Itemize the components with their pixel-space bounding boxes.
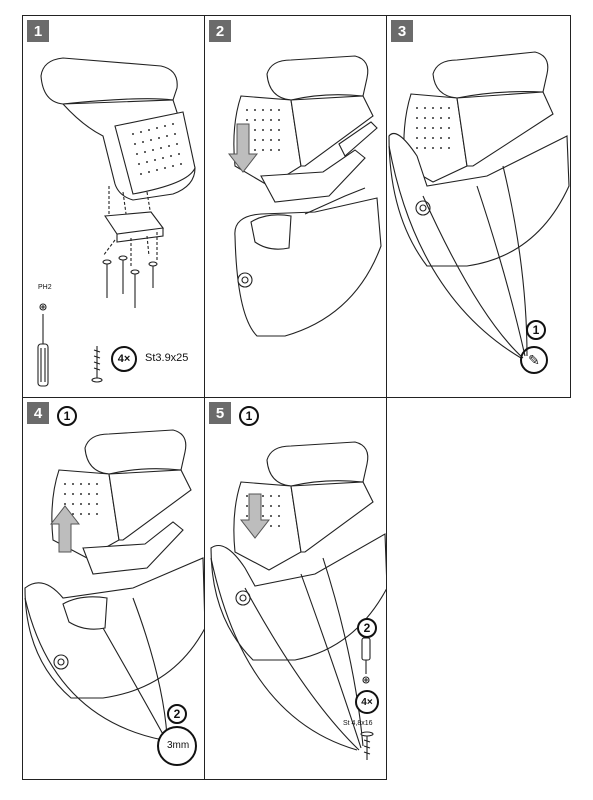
step-2-panel: 2 bbox=[204, 15, 387, 398]
quantity-badge: 4× bbox=[111, 346, 137, 372]
screwdriver-icon bbox=[361, 637, 371, 684]
step-1-panel: 1 bbox=[22, 15, 205, 398]
step-5-badge: 5 bbox=[209, 402, 231, 424]
screw-spec-label: St3.9x25 bbox=[145, 352, 189, 364]
screw-icon bbox=[91, 346, 103, 383]
up-arrow-icon bbox=[49, 505, 81, 553]
step-1-badge: 1 bbox=[27, 20, 49, 42]
tool-glove-icon: ✎ bbox=[520, 346, 548, 374]
substep-1-badge: 1 bbox=[526, 320, 546, 340]
armrest-lifting-illustration bbox=[24, 429, 204, 741]
step-5-panel: 5 1 2 4× St 4,8x16 bbox=[204, 397, 387, 780]
armrest-lowering-illustration bbox=[227, 55, 382, 337]
substep-1-badge: 1 bbox=[57, 406, 77, 426]
quantity-badge: 4× bbox=[355, 690, 379, 714]
armrest-exploded-illustration bbox=[37, 57, 196, 387]
down-arrow-icon bbox=[227, 123, 259, 173]
substep-2-badge: 2 bbox=[357, 618, 377, 638]
tool-label: PH2 bbox=[38, 284, 52, 291]
substep-1-badge: 1 bbox=[239, 406, 259, 426]
armrest-final-screw-illustration bbox=[210, 441, 386, 760]
perforation-pattern bbox=[132, 123, 182, 175]
down-arrow-icon bbox=[239, 493, 271, 539]
screwdriver-icon bbox=[37, 303, 49, 387]
step-4-panel: 4 1 2 3mm bbox=[22, 397, 205, 780]
gap-label: 3mm bbox=[167, 740, 190, 751]
armrest-fastening-illustration bbox=[388, 51, 570, 359]
substep-2-badge: 2 bbox=[167, 704, 187, 724]
screw-spec-label: St 4,8x16 bbox=[343, 720, 373, 727]
gap-detail-circle: 3mm bbox=[157, 726, 197, 766]
step-3-panel: 3 1 ✎ bbox=[386, 15, 571, 398]
step-4-badge: 4 bbox=[27, 402, 49, 424]
screws-group bbox=[102, 255, 158, 308]
step-2-badge: 2 bbox=[209, 20, 231, 42]
step-3-badge: 3 bbox=[391, 20, 413, 42]
screw-icon bbox=[360, 731, 374, 760]
